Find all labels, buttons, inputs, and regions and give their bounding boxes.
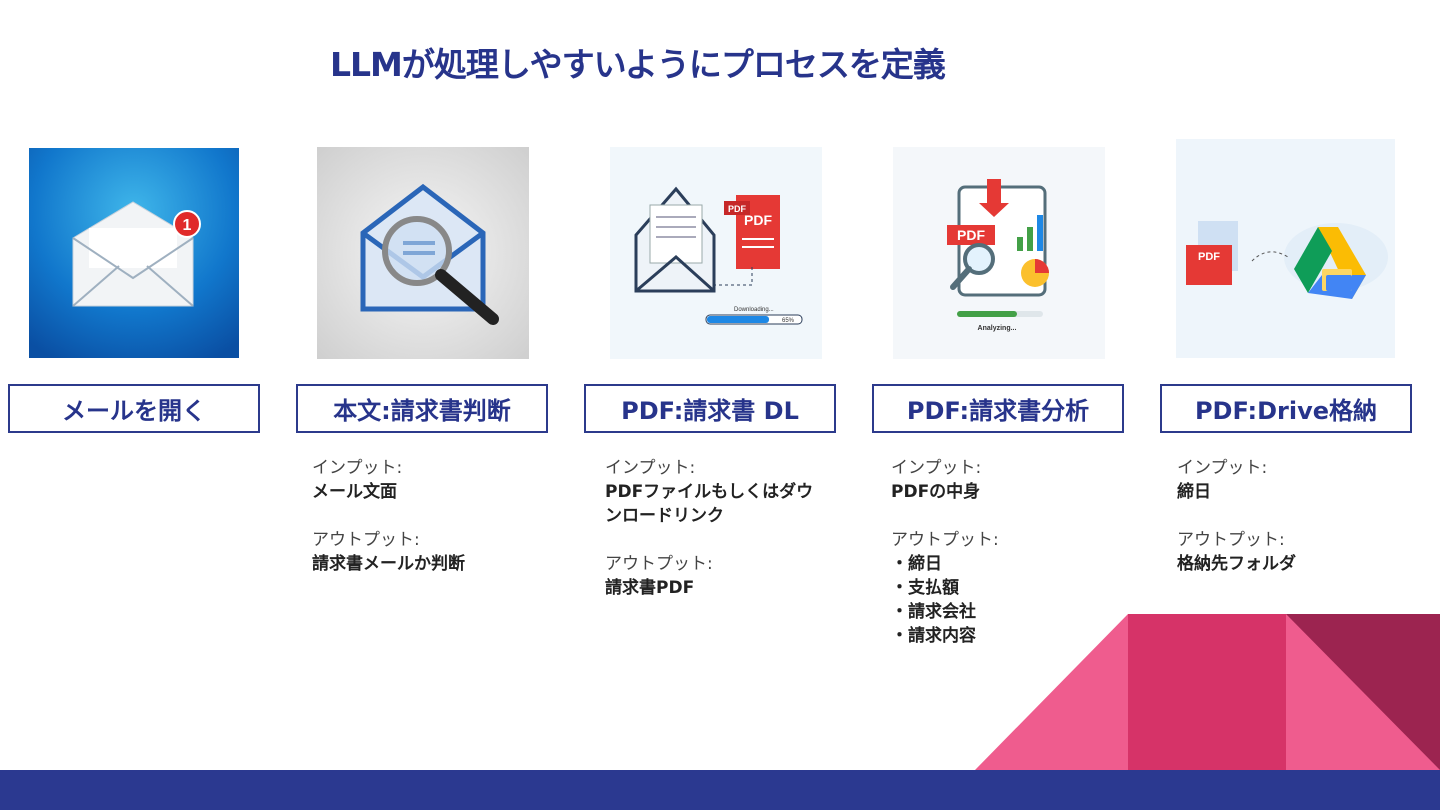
footer-bar [0, 770, 1440, 810]
